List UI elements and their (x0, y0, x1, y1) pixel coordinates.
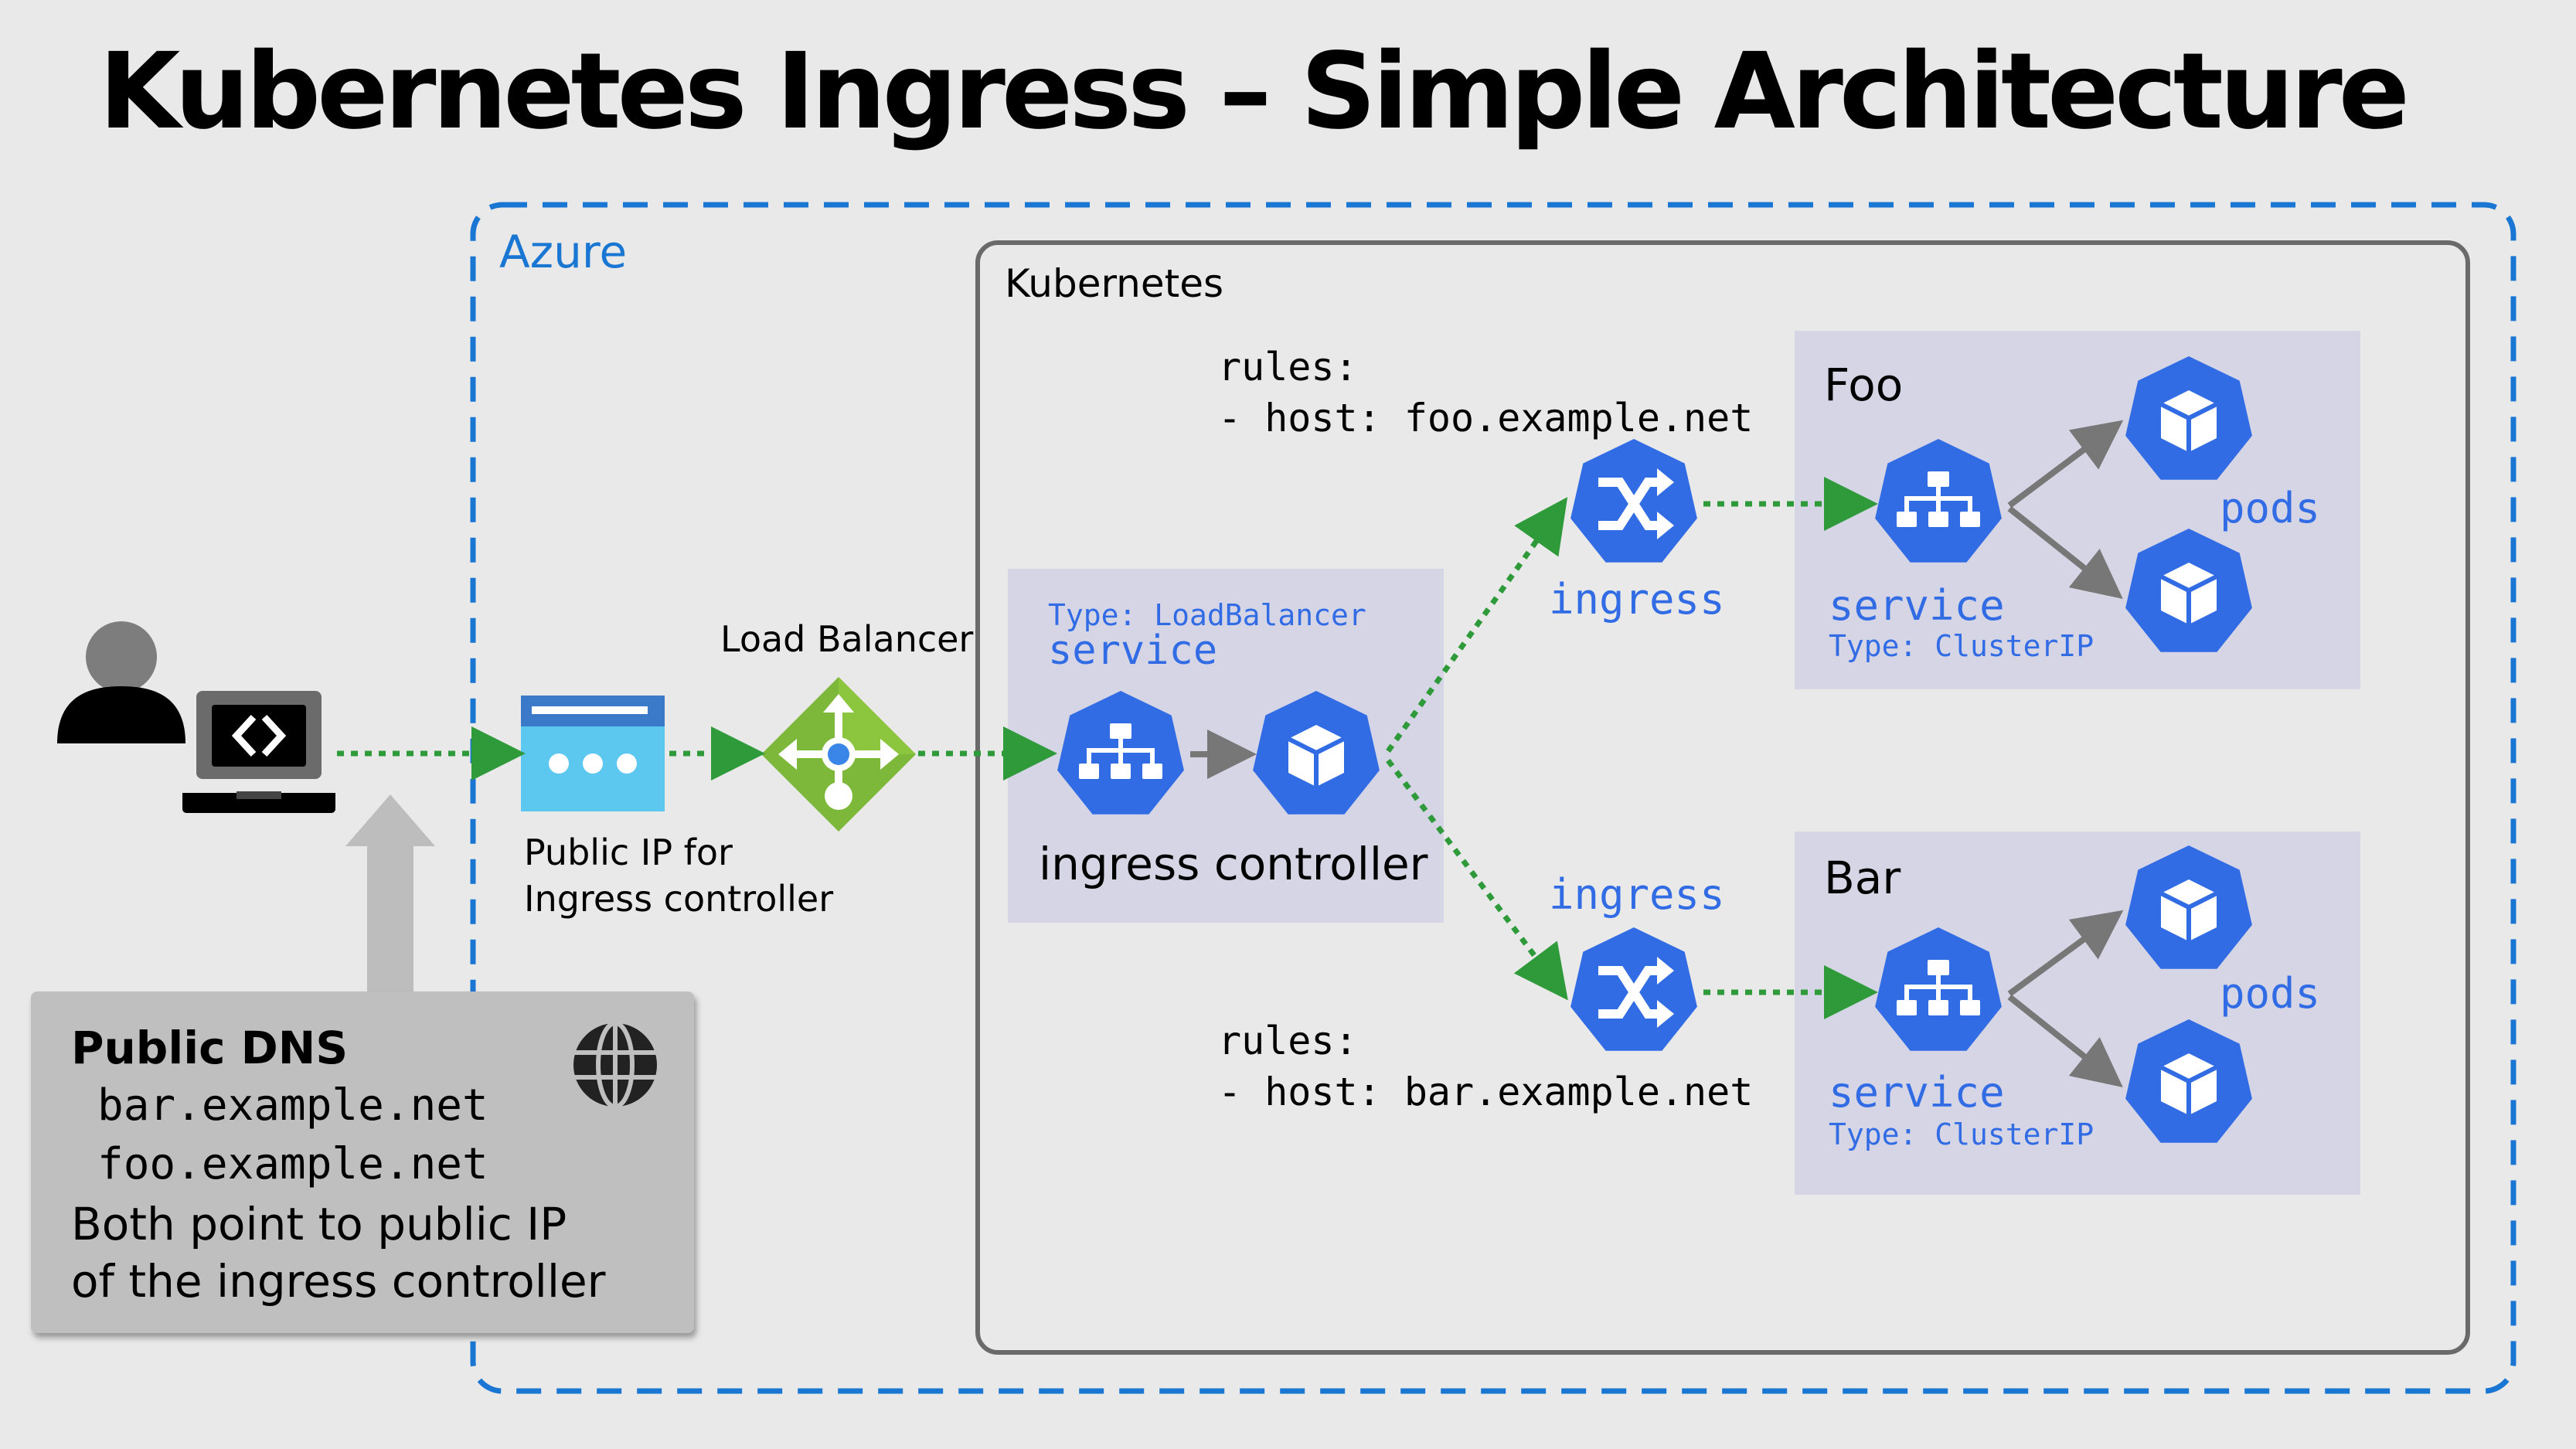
public-dns-note-line1: Both point to public IP (71, 1198, 567, 1250)
ingress-foo-label: ingress (1549, 575, 1725, 624)
kubernetes-cluster-box (975, 240, 2470, 1355)
rules-foo-line1: rules: (1218, 345, 1358, 389)
public-ip-label-line1: Public IP for (524, 832, 733, 873)
ingress-controller-type: Type: LoadBalancer (1048, 598, 1366, 632)
rules-bar-line1: rules: (1218, 1019, 1358, 1063)
azure-label: Azure (499, 226, 628, 278)
public-dns-note-line2: of the ingress controller (71, 1255, 606, 1308)
azure-boundary (470, 202, 2516, 1394)
page-title: Kubernetes Ingress – Simple Architecture (99, 31, 2410, 153)
ingress-controller-label: ingress controller (1039, 838, 1428, 890)
foo-namespace-label: Foo (1824, 359, 1904, 411)
dns-up-arrow (345, 794, 435, 995)
ingress-bar-label: ingress (1549, 870, 1725, 919)
ingress-bar-icon (1570, 927, 1697, 1051)
rules-bar-line2: - host: bar.example.net (1218, 1070, 1754, 1114)
globe-icon (573, 1021, 657, 1109)
foo-service-to-pod-arrow (2007, 420, 2124, 509)
rules-foo-line2: - host: foo.example.net (1218, 396, 1754, 440)
foo-service-to-pod-arrow (2007, 505, 2123, 599)
kubernetes-label: Kubernetes (1005, 261, 1224, 306)
bar-service-to-pod-arrow (2007, 910, 2124, 997)
load-balancer-icon (761, 677, 916, 832)
public-dns-host-bar: bar.example.net (97, 1080, 488, 1131)
load-balancer-label: Load Balancer (720, 618, 974, 660)
user-icon (57, 621, 185, 743)
bar-namespace-label: Bar (1824, 852, 1901, 904)
public-dns-title: Public DNS (71, 1022, 349, 1074)
bar-service-label: service (1829, 1068, 2005, 1117)
public-dns-host-foo: foo.example.net (97, 1139, 488, 1189)
flow-arrow-controller-to-ingress-bar (1386, 758, 1568, 1001)
laptop-code-icon (182, 691, 335, 813)
foo-pods-label: pods (2220, 484, 2321, 532)
public-ip-icon (521, 696, 665, 811)
bar-service-type: Type: ClusterIP (1829, 1117, 2094, 1151)
foo-service-type: Type: ClusterIP (1829, 629, 2094, 663)
ingress-foo-icon (1570, 439, 1697, 563)
flow-arrow-controller-to-ingress-foo (1386, 497, 1568, 753)
bar-pods-label: pods (2220, 969, 2321, 1018)
public-ip-label-line2: Ingress controller (524, 878, 834, 920)
public-dns-box (31, 992, 694, 1333)
ingress-controller-service-label: service (1048, 628, 1218, 674)
foo-service-label: service (1829, 581, 2005, 630)
bar-service-to-pod-arrow (2007, 994, 2123, 1087)
